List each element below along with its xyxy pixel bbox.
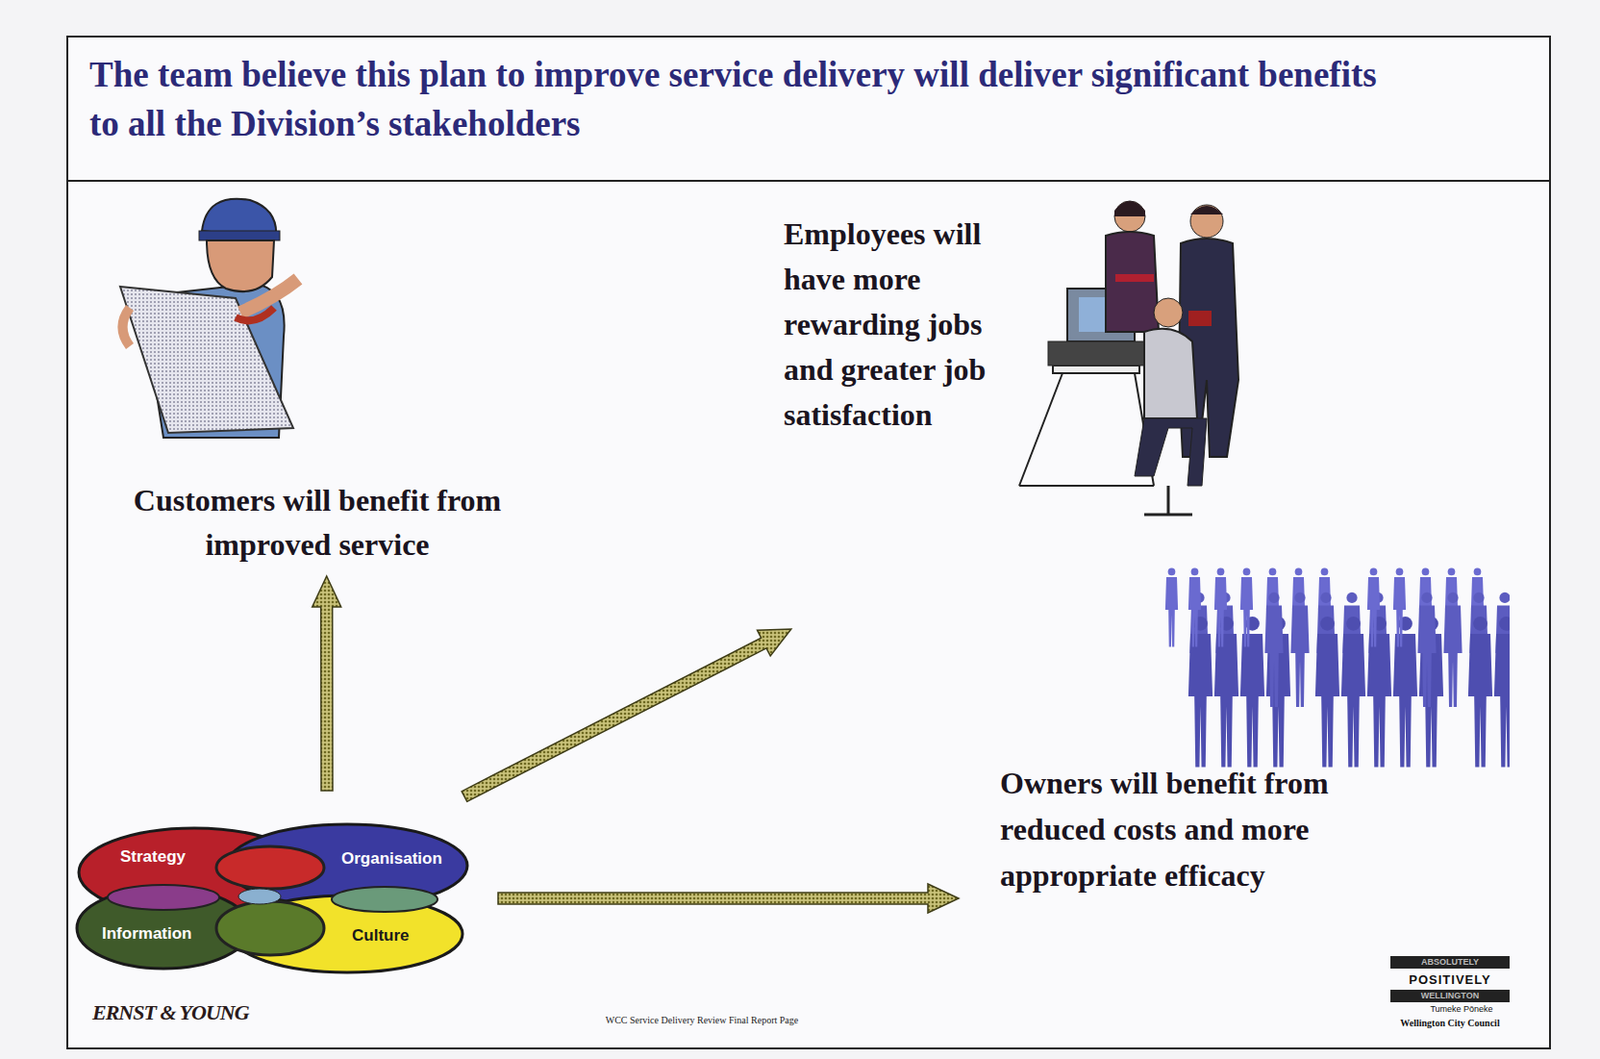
stakeholder-benefit: Customers will benefit from improved ser… [84,477,550,567]
stakeholder-text: Customers will benefit from improved ser… [84,477,550,567]
title-rule [66,179,1550,182]
stakeholder-text: Owners will benefit from reduced costs a… [1000,759,1414,899]
worker-illustration [110,192,342,462]
benefit-arrow [312,575,342,791]
benefit-arrow [461,628,792,801]
footer-note: WCC Service Delivery Review Final Report… [557,1014,847,1025]
council-logo: WELLINGTON [1390,989,1510,1002]
venn-label: Information [101,924,193,944]
stakeholder-text: Employees will have more rewarding jobs … [783,211,1034,438]
crowd-illustration [1158,557,1510,770]
stakeholder-benefit: Employees will have more rewarding jobs … [783,211,1034,438]
company-logo: ERNST & YOUNG [92,1000,250,1025]
council-logo: ABSOLUTELY [1390,955,1510,969]
benefit-arrow [498,883,959,913]
office-illustration [1009,197,1318,529]
venn-label: Culture [351,925,410,946]
council-name: Wellington City Council [1380,1017,1520,1028]
council-logo: Tumeke Pōneke [1413,1003,1510,1014]
council-logo: POSITIVELY [1390,971,1510,988]
stakeholder-benefit: Owners will benefit from reduced costs a… [1000,759,1414,899]
slide-title: The team believe this plan to improve se… [89,50,1398,149]
venn-label: Strategy [120,847,186,867]
venn-label: Organisation [341,849,443,869]
